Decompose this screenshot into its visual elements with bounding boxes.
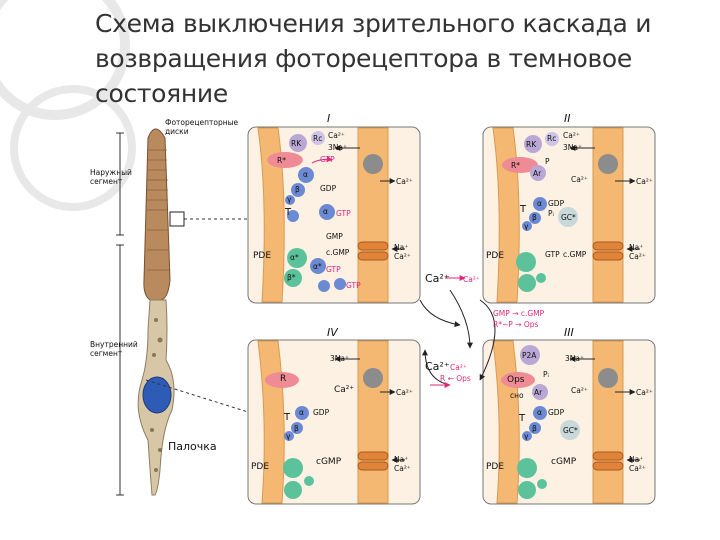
p1-astar: α*: [290, 253, 299, 262]
p2-na3: 3Na⁺: [563, 143, 582, 152]
p3-gamma: γ: [524, 432, 529, 441]
p2-rstar: R*: [511, 161, 520, 170]
panel-1-numeral: I: [327, 112, 331, 125]
panel-3-numeral: III: [564, 326, 574, 339]
p2-cgmp: c.GMP: [563, 250, 587, 259]
p3-ar: Ar: [534, 388, 543, 397]
background-ring-decoration-2: [10, 85, 136, 211]
discs-label: Фоторецепторные диски: [165, 118, 239, 136]
p3-gdp: GDP: [548, 408, 565, 417]
p2-p: P: [545, 157, 550, 166]
p2-beta: β: [532, 213, 537, 222]
p3-ca-out: Ca²⁺: [636, 388, 653, 397]
p2-ca: Ca²⁺: [571, 175, 588, 184]
p2-alpha: α: [537, 199, 542, 208]
p1-rc: Rc: [313, 134, 323, 143]
p4-gdp: GDP: [313, 408, 330, 417]
p2-pi: Pᵢ: [548, 209, 554, 218]
p3-gc: GC*: [563, 426, 578, 435]
p2-T: T: [520, 204, 527, 215]
p1-pde: PDE: [253, 251, 272, 261]
p3-ca2b: Ca²⁺: [629, 464, 646, 473]
p1-gdp: GDP: [320, 184, 337, 193]
p1-ca: Ca²⁺: [394, 252, 411, 261]
p4-alpha: α: [299, 408, 304, 417]
p3-beta: β: [532, 424, 537, 433]
p1-cgmp: c.GMP: [326, 248, 350, 257]
p3-na3: 3Na⁺: [565, 354, 584, 363]
p4-na: Na⁺: [394, 455, 409, 464]
p2-ca-out: Ca²⁺: [636, 177, 653, 186]
p2-rc: Rc: [547, 134, 557, 143]
p3-cho: сно: [510, 391, 524, 400]
p4-gamma: γ: [286, 432, 291, 441]
p1-alpha: α: [303, 170, 308, 179]
p2-ca2b: Ca²⁺: [629, 252, 646, 261]
p4-na3: 3Na⁺: [330, 354, 349, 363]
p2-rk: RK: [526, 140, 537, 149]
p3-alpha: α: [537, 408, 542, 417]
p2-gdp: GDP: [548, 199, 565, 208]
p1-ca-out: Ca²⁺: [396, 177, 413, 186]
p3-na: Na⁺: [629, 455, 644, 464]
slide-title: Схема выключения зрительного каскада и в…: [95, 9, 652, 108]
center-ca-arrow-2: Ca²⁺: [450, 363, 467, 372]
p2-pde: PDE: [486, 251, 505, 261]
p4-ca2b: Ca²⁺: [394, 464, 411, 473]
p2-gtp: GTP: [545, 250, 560, 259]
p2-na: Na⁺: [629, 243, 644, 252]
p2-ar: Ar: [533, 169, 542, 178]
p1-gtp2: GTP: [336, 209, 351, 218]
p3-cgmp: cGMP: [551, 457, 577, 467]
p4-ca-out: Ca²⁺: [396, 388, 413, 397]
outer-segment-label: Наружный сегмент: [90, 168, 132, 186]
p2-ca2: Ca²⁺: [563, 131, 580, 140]
p3-p2a: P2A: [522, 351, 537, 360]
p1-na: Na⁺: [394, 243, 409, 252]
inner-segment-label: Внутренний сегмент: [90, 340, 138, 358]
p1-ca2: Ca²⁺: [328, 131, 345, 140]
center-ca-arrow: Ca²⁺: [463, 275, 480, 284]
center-r-ops: R*~P → Ops: [493, 320, 539, 329]
p2-gc: GC*: [561, 213, 576, 222]
p1-ag: α*: [313, 262, 322, 271]
p1-bstar: β*: [287, 273, 296, 282]
p3-pde: PDE: [486, 462, 505, 472]
p2-gamma: γ: [524, 222, 529, 231]
p1-rk: RK: [291, 139, 302, 148]
p1-gmp: GMP: [326, 232, 343, 241]
p3-pi: Pᵢ: [543, 370, 549, 379]
panel-4-numeral: IV: [327, 326, 338, 339]
rod-label: Палочка: [168, 440, 217, 453]
p4-beta: β: [294, 424, 299, 433]
p4-T: T: [284, 412, 291, 423]
p1-gtp4: GTP: [346, 281, 361, 290]
p1-T: T: [285, 207, 292, 218]
p4-pde: PDE: [251, 462, 270, 472]
p4-ca: Ca²⁺: [334, 385, 355, 395]
p1-gtp: GTP: [320, 155, 335, 164]
p3-ops: Ops: [507, 375, 525, 385]
p1-beta: β: [295, 185, 300, 194]
p1-na3: 3Na⁺: [328, 143, 347, 152]
p1-gamma: γ: [287, 195, 292, 204]
p4-cgmp: cGMP: [316, 457, 342, 467]
center-gmp-cgmp: GMP → c.GMP: [493, 309, 545, 318]
p1-alpha-gtp: α: [323, 207, 328, 216]
center-ca-big-2: Ca²⁺: [425, 360, 450, 373]
center-ca-big: Ca²⁺: [425, 272, 450, 285]
center-r-ops-2: R ← Ops: [440, 374, 471, 383]
p3-ca: Ca²⁺: [571, 386, 588, 395]
p1-rstar: R*: [277, 156, 286, 165]
p4-r: R: [280, 374, 287, 384]
panel-2-numeral: II: [564, 112, 571, 125]
p3-T: T: [519, 413, 526, 424]
p1-gtp3: GTP: [326, 265, 341, 274]
